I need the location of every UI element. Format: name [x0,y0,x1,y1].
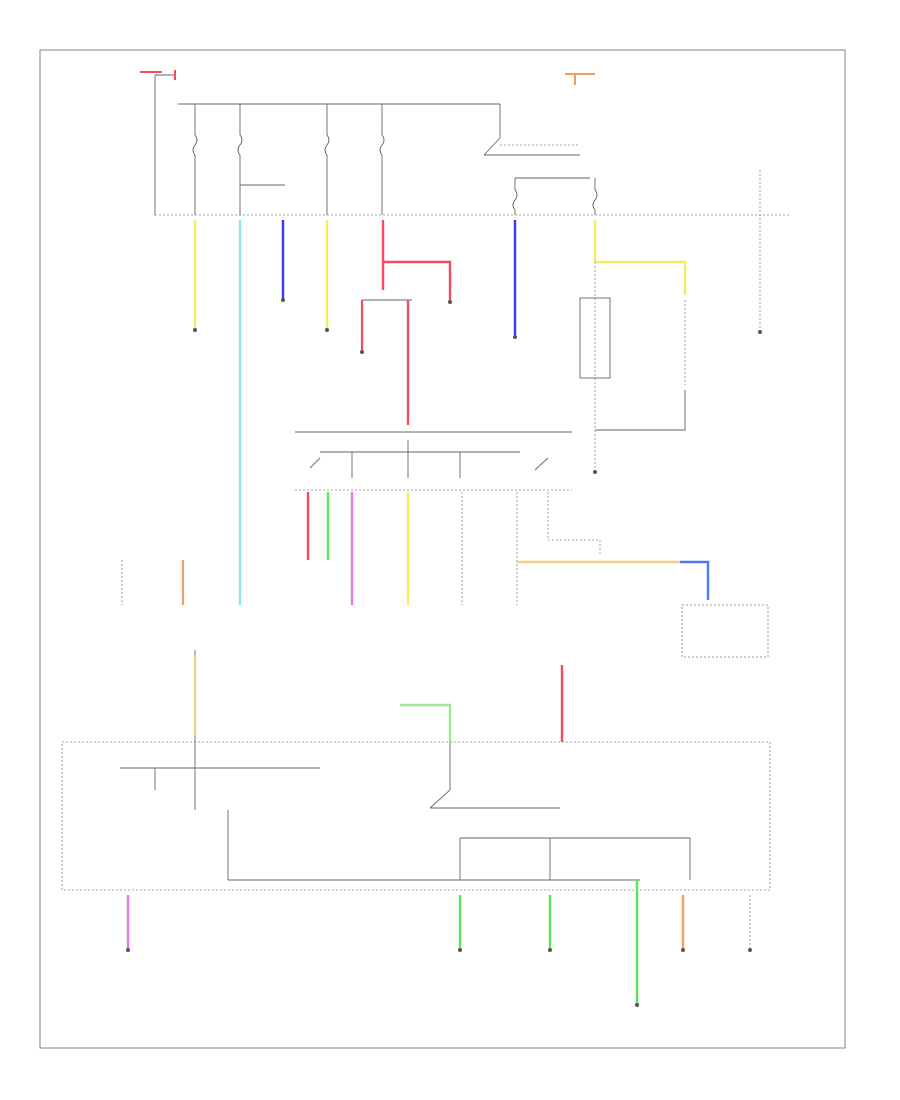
fuse-1 [192,104,198,215]
fuse-5 [512,177,590,215]
relay-switch-top [483,137,580,156]
middle-fuse-box [295,431,572,491]
wire-lightblue-1 [680,560,710,600]
relay-box [579,297,611,379]
wire-black-8 [547,492,601,555]
fuse-3 [324,104,330,215]
fuse-4 [379,104,385,215]
top-fuse-box [154,74,790,216]
fuse-2 [237,104,285,215]
lower-fuse-box [61,650,771,891]
fuse-6 [592,178,598,215]
wire-red-2 [383,260,452,300]
diagram-frame [39,49,846,1049]
lower-connector-dots [126,948,752,1007]
wire-yellow-4 [595,260,687,295]
wire-lightgreen-1 [400,703,452,742]
top-connector-dots [193,298,762,474]
module-box-right [681,604,769,658]
wire-black-2 [595,390,686,431]
